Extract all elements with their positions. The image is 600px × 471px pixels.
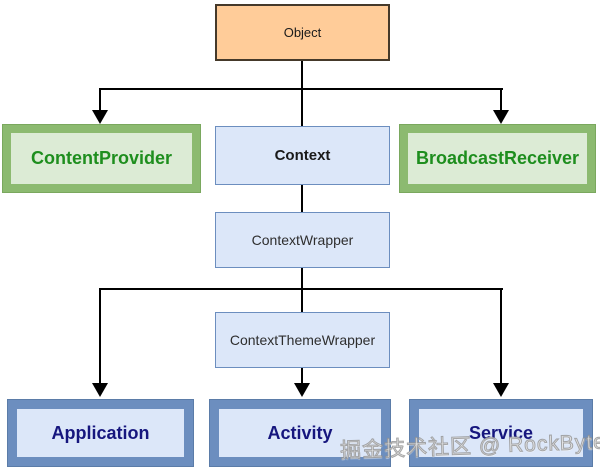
arrowhead-broadcastreceiver — [493, 110, 509, 124]
connector-drop-service — [500, 288, 502, 384]
node-activity-label: Activity — [267, 422, 333, 443]
connector-bottom-branch-bar — [99, 288, 503, 290]
connector-object-to-context — [301, 60, 303, 126]
arrowhead-application — [92, 383, 108, 397]
node-broadcastreceiver: BroadcastReceiver — [400, 125, 595, 192]
connector-drop-application — [99, 288, 101, 384]
node-application-label: Application — [51, 422, 150, 443]
connector-drop-contentprovider — [99, 88, 101, 112]
node-application: Application — [8, 400, 193, 466]
node-broadcastreceiver-label: BroadcastReceiver — [415, 148, 580, 168]
node-object: Object — [215, 4, 390, 61]
connector-themewrapper-to-activity — [301, 368, 303, 384]
node-activity: Activity — [210, 400, 390, 466]
arrowhead-activity — [294, 383, 310, 397]
node-contextwrapper: ContextWrapper — [215, 212, 390, 268]
connector-top-branch-bar — [99, 88, 503, 90]
node-contentprovider-label: ContentProvider — [30, 148, 172, 168]
node-contentprovider: ContentProvider — [3, 125, 200, 192]
node-service: Service — [410, 400, 592, 466]
node-contextwrapper-label: ContextWrapper — [251, 232, 354, 248]
connector-drop-broadcastreceiver — [500, 88, 502, 112]
arrowhead-service — [493, 383, 509, 397]
node-contextthemewrapper-label: ContextThemeWrapper — [229, 332, 376, 348]
node-context-label: Context — [274, 147, 331, 164]
node-contextthemewrapper: ContextThemeWrapper — [215, 312, 390, 368]
node-service-label: Service — [468, 422, 534, 443]
node-object-label: Object — [283, 25, 322, 40]
arrowhead-contentprovider — [92, 110, 108, 124]
node-context: Context — [215, 126, 390, 185]
connector-context-to-contextwrapper — [301, 185, 303, 212]
connector-contextwrapper-to-themewrapper — [301, 268, 303, 312]
